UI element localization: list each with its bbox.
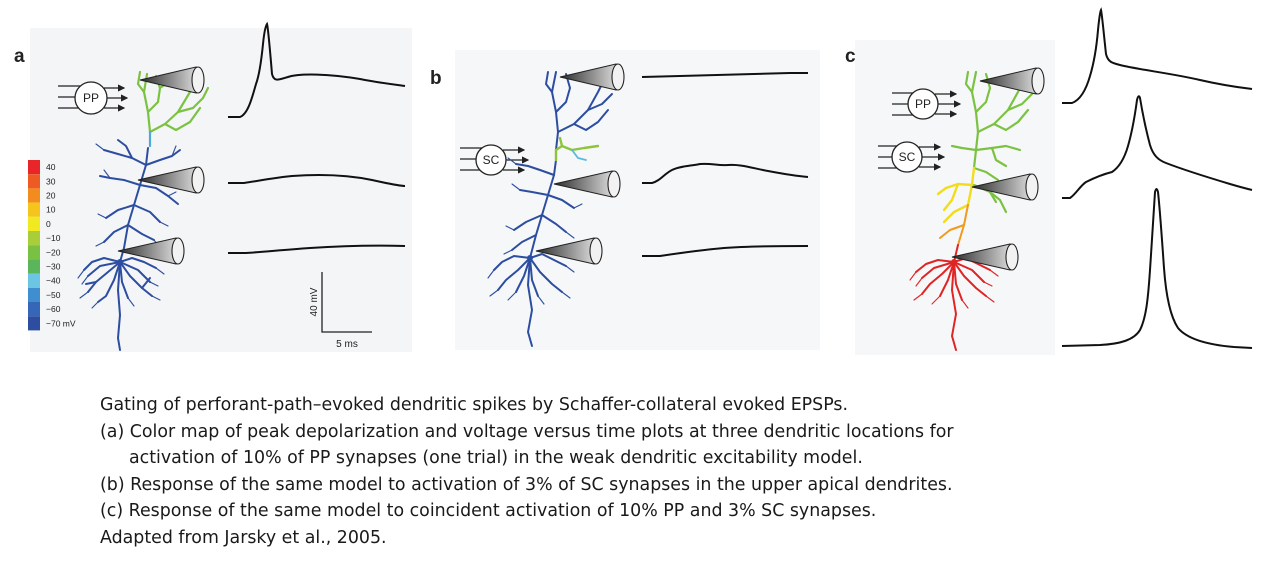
- panel-letter-a: a: [14, 46, 25, 67]
- panel-c: c PP SC: [845, 7, 1253, 351]
- colorbar-label: 40: [46, 162, 56, 172]
- colorbar-swatch: [28, 316, 40, 331]
- trace-a-proximal: [228, 244, 406, 254]
- pp-label-c: PP: [915, 97, 931, 111]
- electrodes-b: [535, 63, 625, 265]
- panel-a-background: [30, 28, 412, 352]
- caption-a-line-1: (a) Color map of peak depolarization and…: [100, 421, 954, 442]
- colorbar-label: −50: [46, 290, 61, 300]
- neuron-b-fine-branches: [487, 157, 583, 305]
- neuron-c-yellow-region: [936, 166, 976, 224]
- colorbar-swatch: [28, 202, 40, 217]
- colorbar-swatch: [28, 273, 40, 288]
- trace-c-distal: [1062, 7, 1253, 104]
- electrodes-c: [951, 67, 1045, 271]
- colorbar-swatch: [28, 216, 40, 231]
- colorbar-label: 0: [46, 219, 51, 229]
- trace-a-distal: [228, 21, 406, 118]
- trace-a-middle: [228, 174, 406, 187]
- scale-bar-voltage: 40 mV: [309, 287, 320, 316]
- sc-input-c: SC: [878, 141, 946, 173]
- colorbar-swatch: [28, 174, 40, 189]
- electrodes-a: [117, 66, 205, 265]
- caption-title: Gating of perforant-path–evoked dendriti…: [100, 395, 848, 415]
- neuron-a: [77, 70, 210, 351]
- neuron-c-orange-region: [939, 204, 969, 246]
- panel-letter-c: c: [845, 46, 856, 67]
- trace-b-proximal: [642, 245, 809, 257]
- colorbar-swatch: [28, 245, 40, 260]
- traces-c: [1061, 7, 1253, 349]
- colorbar-swatch: [28, 302, 40, 317]
- colorbar-label: −10: [46, 233, 61, 243]
- panel-a: a PP: [14, 21, 406, 351]
- colorbar-label: −40: [46, 276, 61, 286]
- colorbar-label: −20: [46, 247, 61, 257]
- colorbar-label: 20: [46, 191, 56, 201]
- neuron-c-red-fine-branches: [909, 269, 999, 309]
- trace-c-proximal: [1061, 188, 1253, 349]
- pp-label-a: PP: [83, 91, 99, 105]
- traces-b: [641, 72, 809, 257]
- trace-c-middle: [1062, 95, 1253, 199]
- caption-a-line-2: activation of 10% of PP synapses (one tr…: [129, 448, 863, 468]
- colorbar-swatch: [28, 259, 40, 274]
- traces-a: [228, 21, 406, 254]
- neuron-a-blue-dendrites: [83, 139, 181, 351]
- colorbar-swatch: [28, 231, 40, 246]
- colorbar-label: −60: [46, 304, 61, 314]
- scale-bar: 40 mV 5 ms: [309, 272, 372, 350]
- neuron-c-red-region: [915, 244, 991, 351]
- colorbar-label: −70 mV: [46, 318, 76, 328]
- pp-input-c: PP: [892, 88, 962, 120]
- colorbar-label: 30: [46, 176, 56, 186]
- colorbar-swatch: [28, 160, 40, 175]
- trace-b-distal: [641, 72, 808, 78]
- colorbar-label: 10: [46, 205, 56, 215]
- color-legend: 40 30 20 10 0 −10 −20 −30 −40 −50 −60 −70 mV: [28, 160, 76, 331]
- colorbar-label: −30: [46, 262, 61, 272]
- figure-caption: Gating of perforant-path–evoked dendriti…: [100, 392, 1220, 551]
- panel-letter-b: b: [430, 68, 442, 89]
- panel-b: b SC: [430, 63, 809, 347]
- sc-input-b: SC: [460, 144, 530, 176]
- neuron-b-sc-blue-fringe: [571, 149, 587, 161]
- sc-label-c: SC: [899, 150, 916, 164]
- sc-label-b: SC: [483, 153, 500, 167]
- panel-b-background: [455, 50, 820, 350]
- figure: a PP: [14, 7, 1253, 352]
- caption-b: (b) Response of the same model to activa…: [100, 474, 953, 495]
- colorbar-swatch: [28, 188, 40, 203]
- scale-bar-time: 5 ms: [336, 339, 358, 350]
- caption-c: (c) Response of the same model to coinci…: [100, 501, 877, 521]
- caption-source: Adapted from Jarsky et al., 2005.: [100, 527, 387, 548]
- trace-b-middle: [642, 162, 809, 184]
- colorbar-swatch: [28, 287, 40, 302]
- neuron-a-fine-branches: [77, 143, 177, 309]
- pp-input-a: PP: [58, 81, 129, 115]
